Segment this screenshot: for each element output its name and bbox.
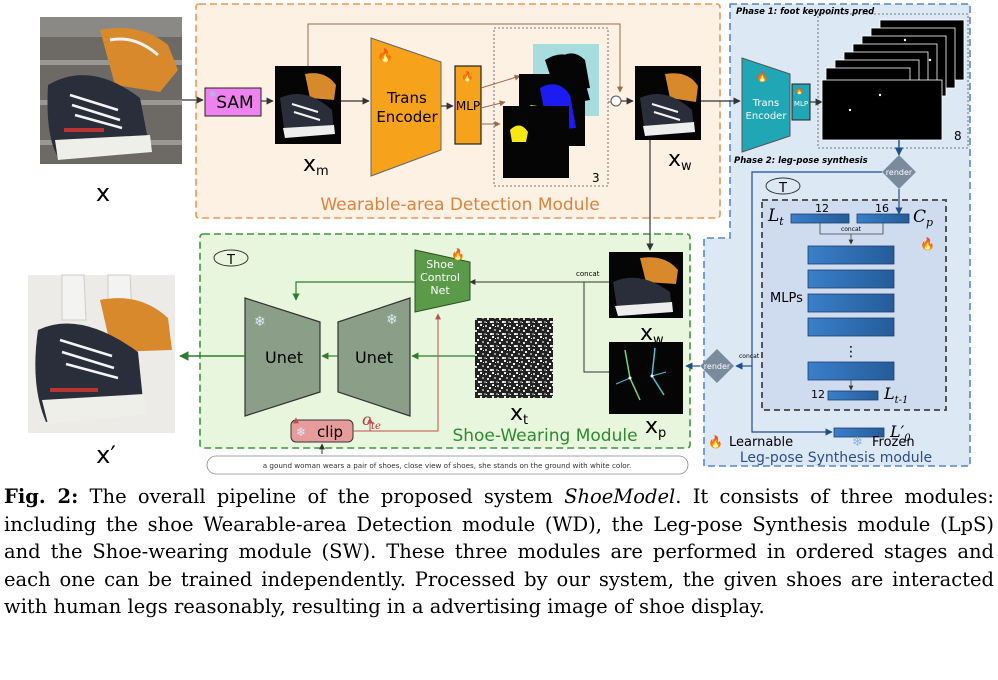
clip-label: clip <box>317 423 343 441</box>
render-node-top <box>882 155 916 189</box>
mask-count: 3 <box>592 171 600 185</box>
sw-module-box <box>199 233 691 449</box>
wd-mlp-label: MLP <box>456 99 480 113</box>
mask-stack-box <box>493 27 609 187</box>
lps-phase1-box <box>817 13 969 149</box>
num12b-label: 12 <box>811 388 825 401</box>
snowflake-icon: ❄ <box>296 425 306 439</box>
x-prime-label: x′ <box>96 441 116 469</box>
caption-system-name: ShoeModel <box>564 485 676 508</box>
phase2-label: Phase 2: leg-pose synthesis <box>734 156 868 166</box>
cte-label: cte <box>362 410 381 432</box>
keypoint-heatmaps <box>821 19 965 141</box>
cp-label: Cp <box>913 207 933 229</box>
snowflake-icon: ❄ <box>852 435 863 450</box>
phase1-label: Phase 1: foot keypoints pred <box>736 7 875 17</box>
sw-timestep-label: T <box>226 253 235 268</box>
wd-mlp-box <box>454 65 482 145</box>
l0-bar <box>833 427 885 438</box>
sam-box: ❄ SAM <box>204 87 262 117</box>
sw-module-title: Shoe-Wearing Module <box>452 426 637 446</box>
prompt-box <box>206 455 689 475</box>
fire-icon: 🔥 <box>377 48 393 64</box>
prompt-text: a gound woman wears a pair of shoes, clo… <box>263 461 632 470</box>
fire-icon: 🔥 <box>451 248 465 261</box>
snowflake-icon: ❄ <box>209 90 217 100</box>
noise-xt <box>475 318 553 398</box>
wd-trans-encoder <box>370 37 442 177</box>
lt1-bar <box>827 390 879 401</box>
xm-label: xm <box>303 152 329 179</box>
mlp-layer-4 <box>807 317 895 337</box>
input-shoe-image <box>40 17 182 164</box>
lt1-label: Lt-1 <box>883 384 908 406</box>
caption-text-b: . It consists of three modules: includin… <box>4 485 994 618</box>
unet-decoder <box>244 297 321 417</box>
shoe-controlnet <box>414 249 471 313</box>
sam-label: SAM <box>216 93 253 113</box>
mlp-ellipsis: ⋮ <box>844 344 858 360</box>
snowflake-icon: ❄ <box>386 312 398 328</box>
mask-stack <box>503 44 599 178</box>
output-worn-shoe-image <box>28 274 175 433</box>
render-label-bottom: render <box>704 362 731 371</box>
lps-timestep-label: T <box>778 181 787 196</box>
masked-shoe-xm <box>275 66 341 144</box>
mlp-layer-3 <box>807 293 895 313</box>
cp-bar <box>856 213 910 224</box>
num16-label: 16 <box>875 202 889 215</box>
fire-icon: 🔥 <box>920 237 935 251</box>
lps-mlp-label: MLP <box>794 100 808 108</box>
multiply-node <box>610 95 622 107</box>
mlp-layer-2 <box>807 269 895 289</box>
mlps-label: MLPs <box>770 291 803 306</box>
wearable-shoe-xw-sw <box>609 252 683 318</box>
unet2-label: Unet <box>355 348 393 367</box>
l0-label: L′0 <box>889 422 911 444</box>
xw-label-top: xw <box>668 147 692 174</box>
unet1-label: Unet <box>265 348 303 367</box>
render-node-bottom <box>700 349 734 383</box>
lps-module-title: Leg-pose Synthesis module <box>740 450 932 466</box>
xt-label: xt <box>510 401 528 428</box>
fire-icon: 🔥 <box>795 86 804 95</box>
snowflake-icon: ❄ <box>254 314 266 330</box>
fire-icon: 🔥 <box>708 435 723 449</box>
x-label: x <box>96 179 110 207</box>
heatmap-count: 8 <box>954 129 962 143</box>
concat-label-lps: concat <box>841 226 862 233</box>
num12-label: 12 <box>815 202 829 215</box>
caption-label: Fig. 2: <box>4 485 79 508</box>
legend-learnable: Learnable <box>729 435 793 450</box>
fire-icon: 🔥 <box>756 70 768 83</box>
xp-label: xp <box>645 414 666 441</box>
wd-module-title: Wearable-area Detection Module <box>320 195 599 215</box>
concat-label-render: concat <box>739 353 760 360</box>
mlp-layer-1 <box>807 245 895 265</box>
concat-label-sw: concat <box>576 270 600 278</box>
unet-encoder <box>337 297 411 417</box>
figure-caption: Fig. 2: The overall pipeline of the prop… <box>4 483 994 621</box>
xw-label-sw: xw <box>640 321 664 348</box>
lt-label: Lt <box>767 206 784 228</box>
fire-icon: 🔥 <box>461 70 473 83</box>
render-label-top: render <box>886 168 913 177</box>
legend-frozen: Frozen <box>872 435 915 450</box>
leg-pose-xp <box>609 342 683 414</box>
wearable-shoe-xw <box>635 66 701 140</box>
mlp-layer-5 <box>807 361 895 381</box>
lt-bar <box>790 213 850 224</box>
caption-text-a: The overall pipeline of the proposed sys… <box>78 485 565 508</box>
lps-trans-encoder <box>741 57 791 153</box>
